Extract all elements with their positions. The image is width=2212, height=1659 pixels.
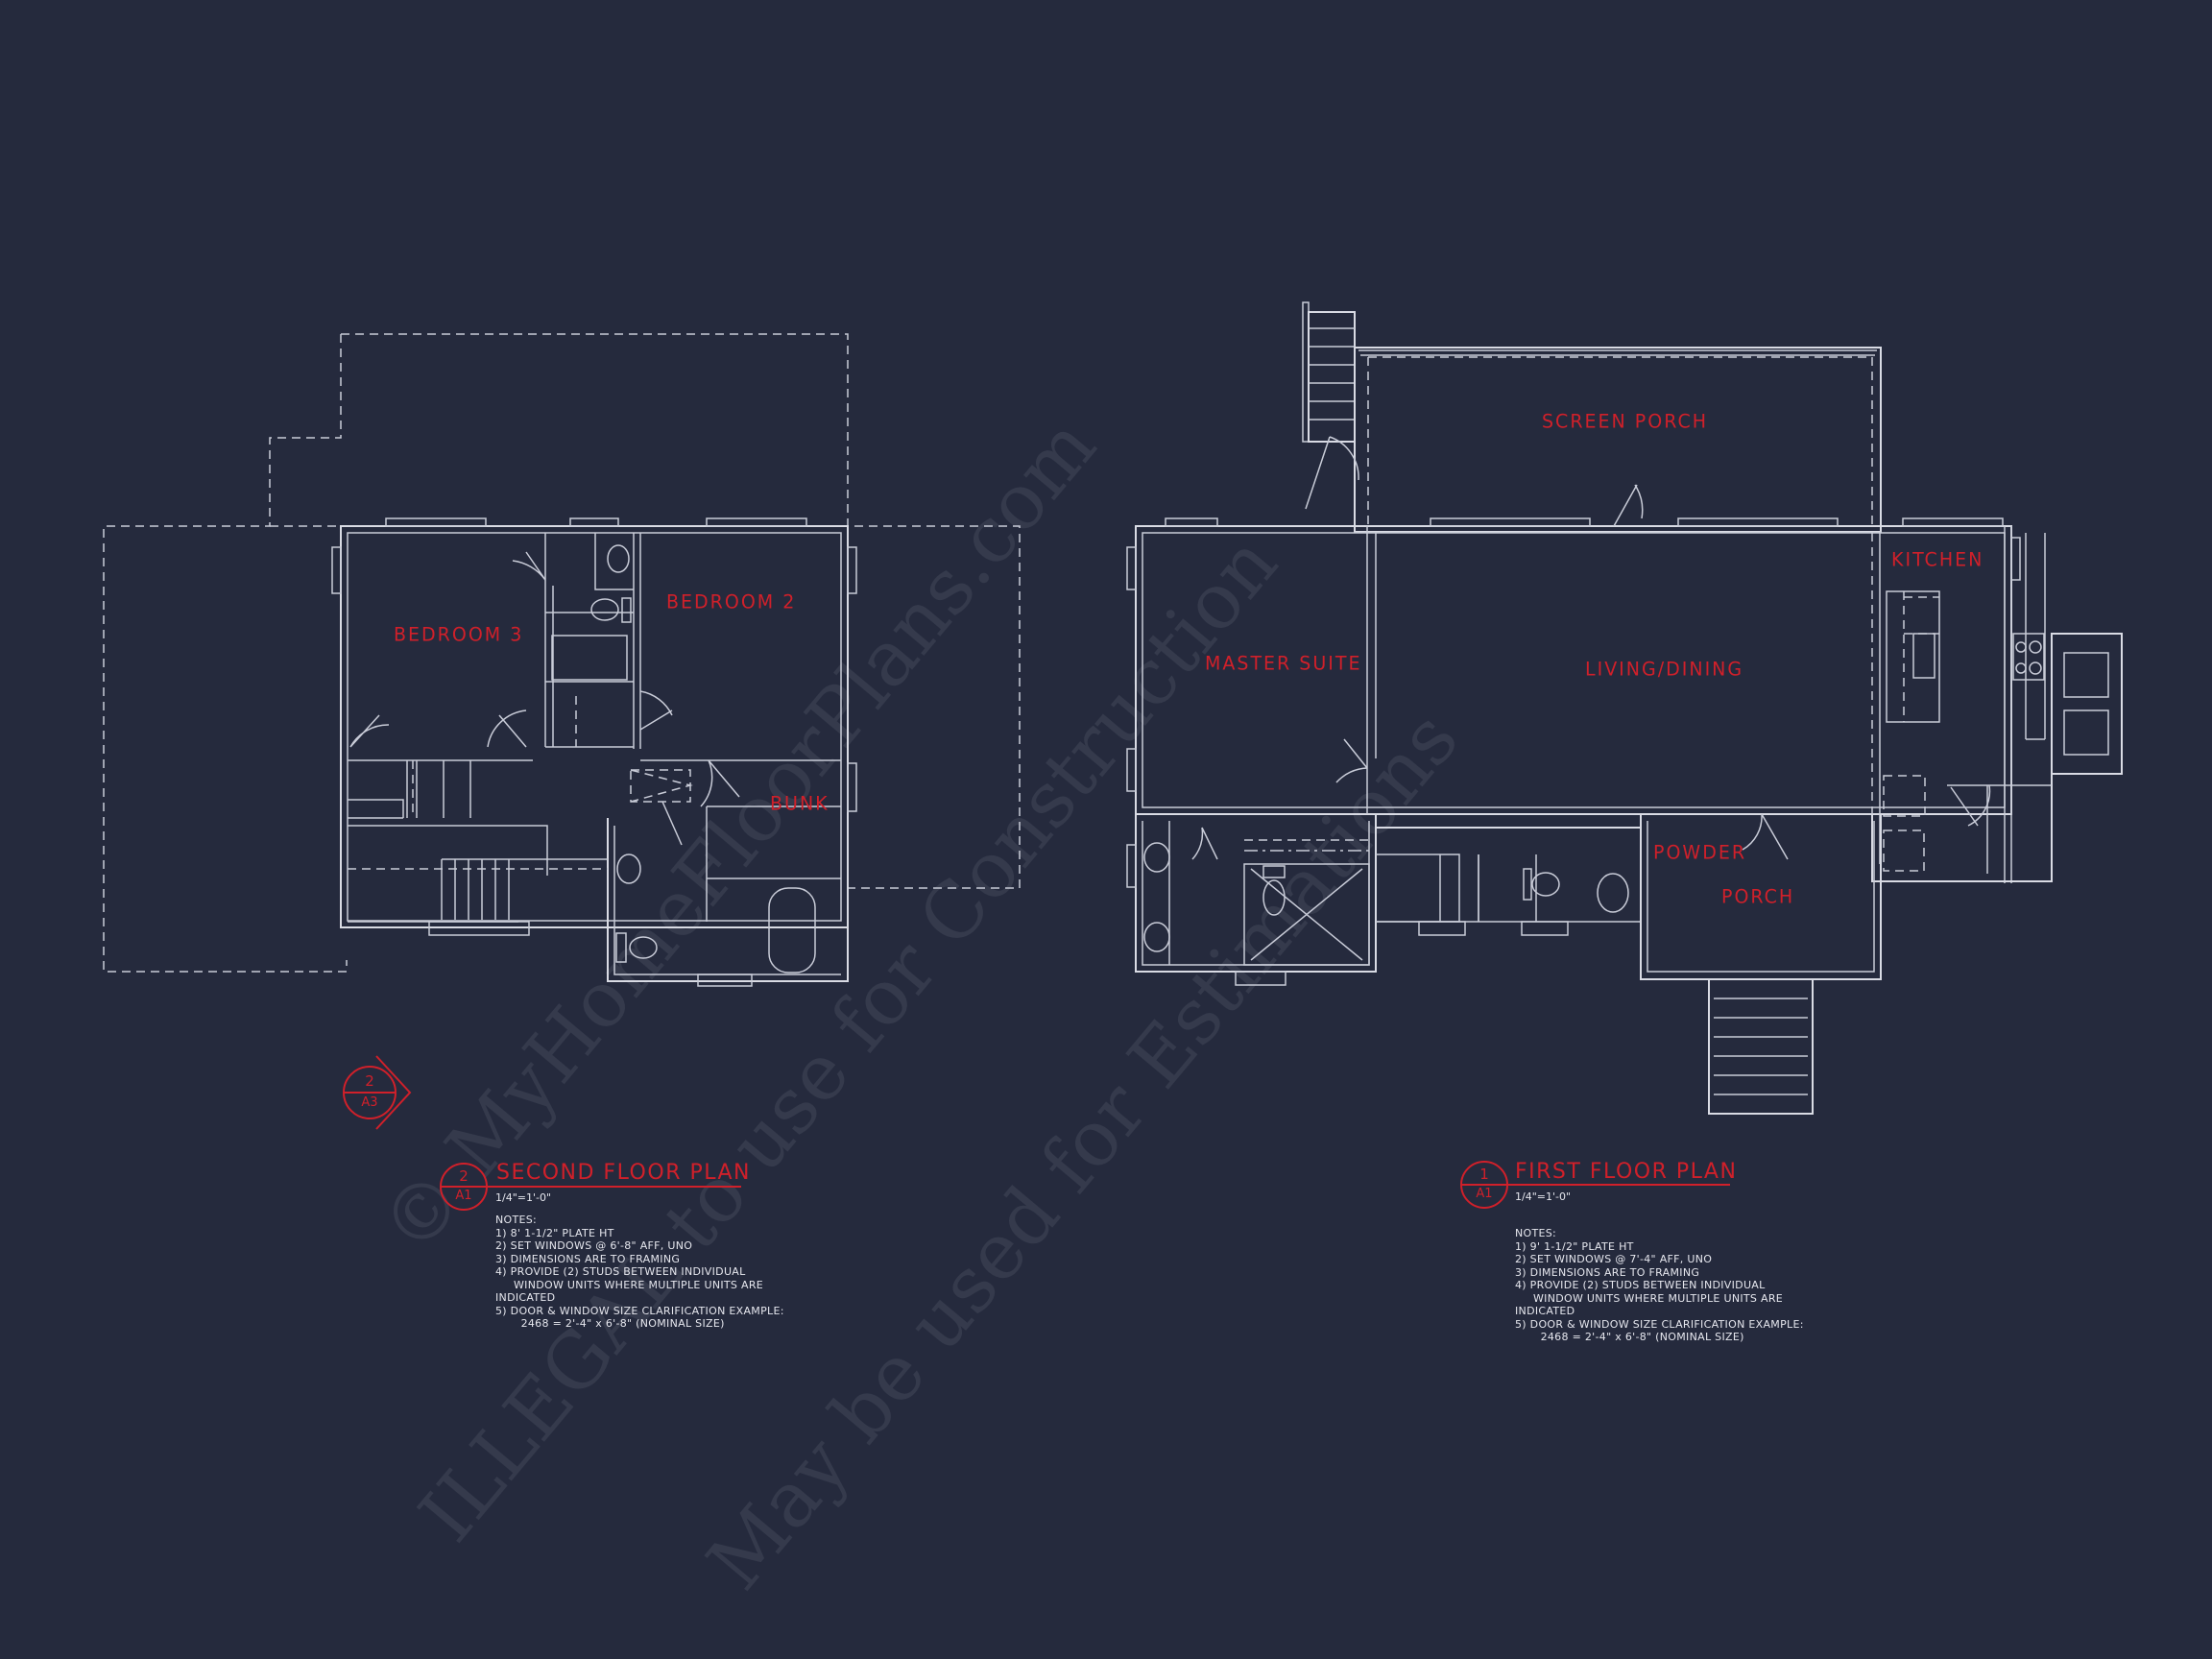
room-label-living-dining: LIVING/DINING [1585,658,1744,681]
roof-outline-dashed [103,333,1021,973]
second-floor-notes: NOTES: 1) 8' 1-1/2" PLATE HT 2) SET WIND… [495,1214,784,1330]
second-floor-bubble-sheet: A1 [455,1189,472,1203]
first-floor-bubble-sheet: A1 [1476,1187,1493,1201]
room-label-powder: POWDER [1653,841,1747,864]
first-floor-bubble-number: 1 [1479,1166,1489,1183]
second-floor-title: SECOND FLOOR PLAN [496,1161,752,1185]
first-floor-title-bubble [1460,1161,1730,1209]
first-floor-notes: NOTES: 1) 9' 1-1/2" PLATE HT 2) SET WIND… [1515,1227,1804,1343]
first-floor-plan [1126,301,2123,1115]
section-marker-number: 2 [365,1072,374,1090]
room-label-master-suite: MASTER SUITE [1205,652,1362,675]
room-label-screen-porch: SCREEN PORCH [1542,410,1709,433]
second-floor-plan [103,333,1021,987]
room-label-bunk: BUNK [770,792,830,815]
second-floor-bubble-number: 2 [459,1167,469,1185]
section-marker-sheet: A3 [361,1095,378,1110]
section-marker-2-a3 [343,1055,412,1130]
second-floor-title-bubble [440,1163,741,1211]
room-label-porch: PORCH [1721,885,1795,908]
room-label-bedroom-2: BEDROOM 2 [666,590,797,613]
room-label-bedroom-3: BEDROOM 3 [394,623,524,646]
room-label-kitchen: KITCHEN [1891,548,1984,571]
second-floor-scale: 1/4"=1'-0" [495,1191,552,1204]
first-floor-title: FIRST FLOOR PLAN [1515,1160,1738,1184]
first-floor-scale: 1/4"=1'-0" [1515,1190,1572,1203]
